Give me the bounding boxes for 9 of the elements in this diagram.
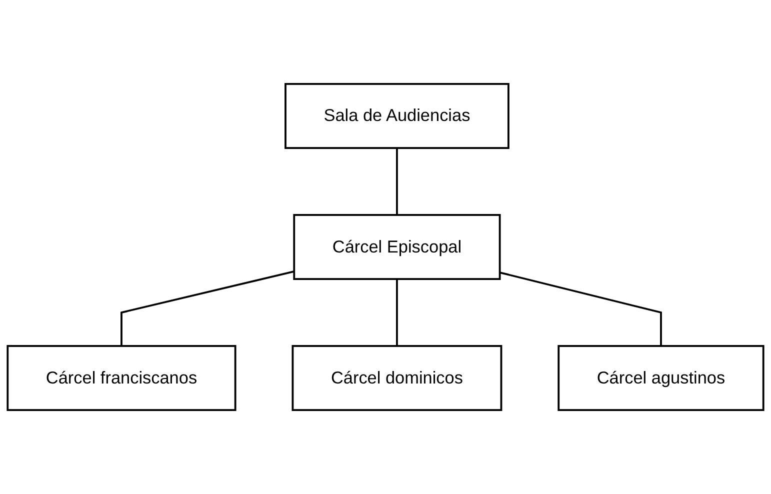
node-box: Cárcel dominicos <box>292 345 502 412</box>
connector <box>120 270 294 346</box>
connector <box>500 272 662 346</box>
node-box: Sala de Audiencias <box>284 82 510 149</box>
node-box: Cárcel Episcopal <box>293 214 501 280</box>
node-box: Cárcel franciscanos <box>6 345 236 412</box>
node-box: Cárcel agustinos <box>558 345 764 412</box>
connector <box>396 279 398 346</box>
connector <box>396 148 398 215</box>
